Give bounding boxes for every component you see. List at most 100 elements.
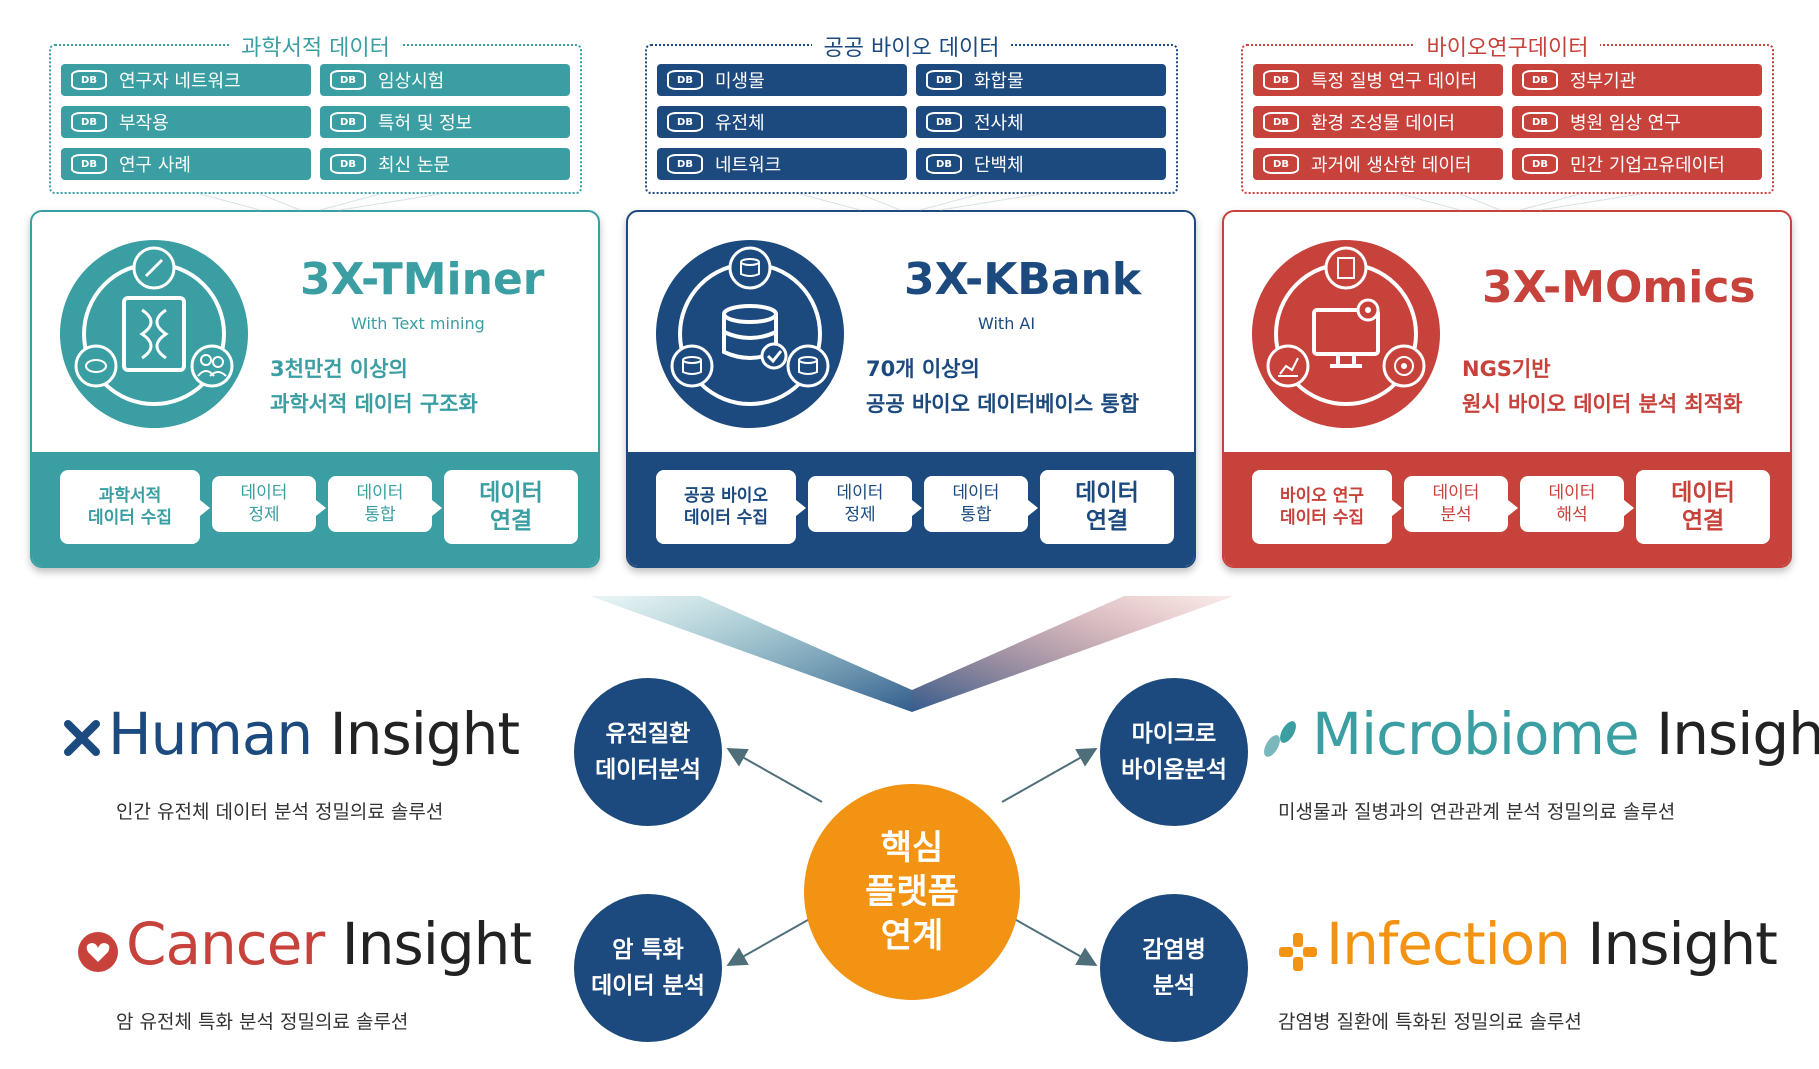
data-item-label: 화합물 (974, 71, 1024, 92)
data-item-label: 단백체 (974, 155, 1024, 176)
monitor-gear-icon (1266, 246, 1426, 406)
chevron-right-icon (796, 500, 806, 516)
platform-desc-line: 70개 이상의 (866, 357, 980, 381)
database-icon: DB (926, 70, 962, 90)
data-item-label: 특허 및 정보 (378, 113, 473, 134)
database-icon: DB (667, 154, 703, 174)
brand-insight: Insight (329, 700, 521, 768)
core-platform-circle: 핵심 플랫폼 연계 (804, 784, 1020, 1000)
platform-desc-line: 3천만건 이상의 (270, 357, 408, 381)
funnel-left (590, 596, 912, 712)
database-icon: DB (1522, 70, 1558, 90)
brand-main: Microbiome (1312, 700, 1640, 768)
data-item: DB 병원 임상 연구 (1512, 106, 1762, 138)
brand-main: Human (108, 700, 313, 768)
process-step: 과학서적 데이터 수집 (60, 470, 200, 544)
process-step: 데이터 정제 (212, 476, 316, 532)
process-step: 데이터 정제 (808, 476, 912, 532)
chevron-right-icon (1392, 500, 1402, 516)
process-bar: 과학서적 데이터 수집 데이터 정제 데이터 통합 데이터 연결 (32, 452, 598, 566)
data-group-title: 공공 바이오 데이터 (811, 30, 1012, 62)
arrow-to-genetic (726, 748, 823, 803)
data-item-label: 정부기관 (1570, 71, 1637, 92)
process-step: 데이터 통합 (924, 476, 1028, 532)
chevron-right-icon (316, 500, 326, 516)
data-item-label: 연구 사례 (119, 155, 191, 176)
solution-caption: 미생물과 질병과의 연관관계 분석 정밀의료 솔루션 (1278, 801, 1676, 823)
database-icon: DB (1522, 154, 1558, 174)
chevron-right-icon (912, 500, 922, 516)
platform-name: 3X-TMiner (300, 254, 545, 305)
data-item-label: 민간 기업고유데이터 (1570, 155, 1725, 176)
dna-book-icon (74, 246, 234, 406)
chevron-right-icon (1624, 500, 1634, 516)
brand-insight: Insight (1656, 700, 1819, 768)
brand-infection-insight: Infection Insight (1326, 910, 1778, 978)
tminer-emblem (60, 240, 248, 428)
database-icon: DB (1522, 112, 1558, 132)
database-icon: DB (926, 112, 962, 132)
data-item: DB 정부기관 (1512, 64, 1762, 96)
arrow-to-cancer (726, 911, 823, 966)
process-step: 데이터 연결 (1636, 470, 1770, 544)
data-item: DB 환경 조성물 데이터 (1253, 106, 1503, 138)
analysis-node-microbiome: 마이크로 바이옴분석 (1100, 678, 1248, 826)
heart-logo-icon (78, 932, 118, 972)
plus-logo-icon (1279, 933, 1317, 971)
database-icon: DB (1263, 112, 1299, 132)
data-group-title: 과학서적 데이터 (229, 30, 402, 62)
momics-emblem (1252, 240, 1440, 428)
brand-human-insight: Human Insight (108, 700, 521, 768)
platform-desc-line: NGS기반 (1462, 357, 1551, 381)
database-icon: DB (667, 70, 703, 90)
solution-caption: 감염병 질환에 특화된 정밀의료 솔루션 (1278, 1011, 1582, 1033)
database-icon: DB (1263, 70, 1299, 90)
platform-subtitle: With Text mining (351, 314, 485, 333)
platform-name: 3X-MOmics (1482, 262, 1756, 313)
data-item: DB 전사체 (916, 106, 1166, 138)
brand-main: Cancer (126, 910, 325, 978)
process-step: 바이오 연구 데이터 수집 (1252, 470, 1392, 544)
data-item-label: 미생물 (715, 71, 765, 92)
data-item: DB 미생물 (657, 64, 907, 96)
funnel-right (912, 596, 1234, 712)
database-check-icon (670, 246, 830, 406)
database-icon: DB (667, 112, 703, 132)
process-step: 데이터 연결 (1040, 470, 1174, 544)
database-icon: DB (330, 112, 366, 132)
chevron-right-icon (432, 500, 442, 516)
data-item-label: 유전체 (715, 113, 765, 134)
platform-card-kbank: 3X-KBank With AI 70개 이상의 공공 바이오 데이터베이스 통… (626, 210, 1196, 568)
brand-main: Infection (1326, 910, 1571, 978)
analysis-node-cancer: 암 특화 데이터 분석 (574, 894, 722, 1042)
brand-insight: Insight (1587, 910, 1778, 978)
process-step: 데이터 연결 (444, 470, 578, 544)
platform-card-momics: 3X-MOmics NGS기반 원시 바이오 데이터 분석 최적화 바이오 연구… (1222, 210, 1792, 568)
platform-desc-line: 과학서적 데이터 구조화 (270, 392, 478, 416)
solution-caption: 암 유전체 특화 분석 정밀의료 솔루션 (116, 1011, 409, 1033)
data-item: DB 민간 기업고유데이터 (1512, 148, 1762, 180)
data-item-label: 네트워크 (715, 155, 782, 176)
process-bar: 바이오 연구 데이터 수집 데이터 분석 데이터 해석 데이터 연결 (1224, 452, 1790, 566)
data-item-label: 최신 논문 (378, 155, 450, 176)
process-step: 공공 바이오 데이터 수집 (656, 470, 796, 544)
data-item-label: 부작용 (119, 113, 169, 134)
data-item-label: 과거에 생산한 데이터 (1311, 155, 1472, 176)
data-item-label: 전사체 (974, 113, 1024, 134)
arrow-to-microbiome (1001, 748, 1098, 803)
data-group-science: 과학서적 데이터 (49, 30, 582, 194)
data-item-label: 환경 조성물 데이터 (1311, 113, 1455, 134)
data-group-public-bio: 공공 바이오 데이터 (645, 30, 1178, 194)
data-item-label: 병원 임상 연구 (1570, 113, 1681, 134)
process-step: 데이터 분석 (1404, 476, 1508, 532)
brand-cancer-insight: Cancer Insight (126, 910, 532, 978)
kbank-emblem (656, 240, 844, 428)
database-icon: DB (926, 154, 962, 174)
